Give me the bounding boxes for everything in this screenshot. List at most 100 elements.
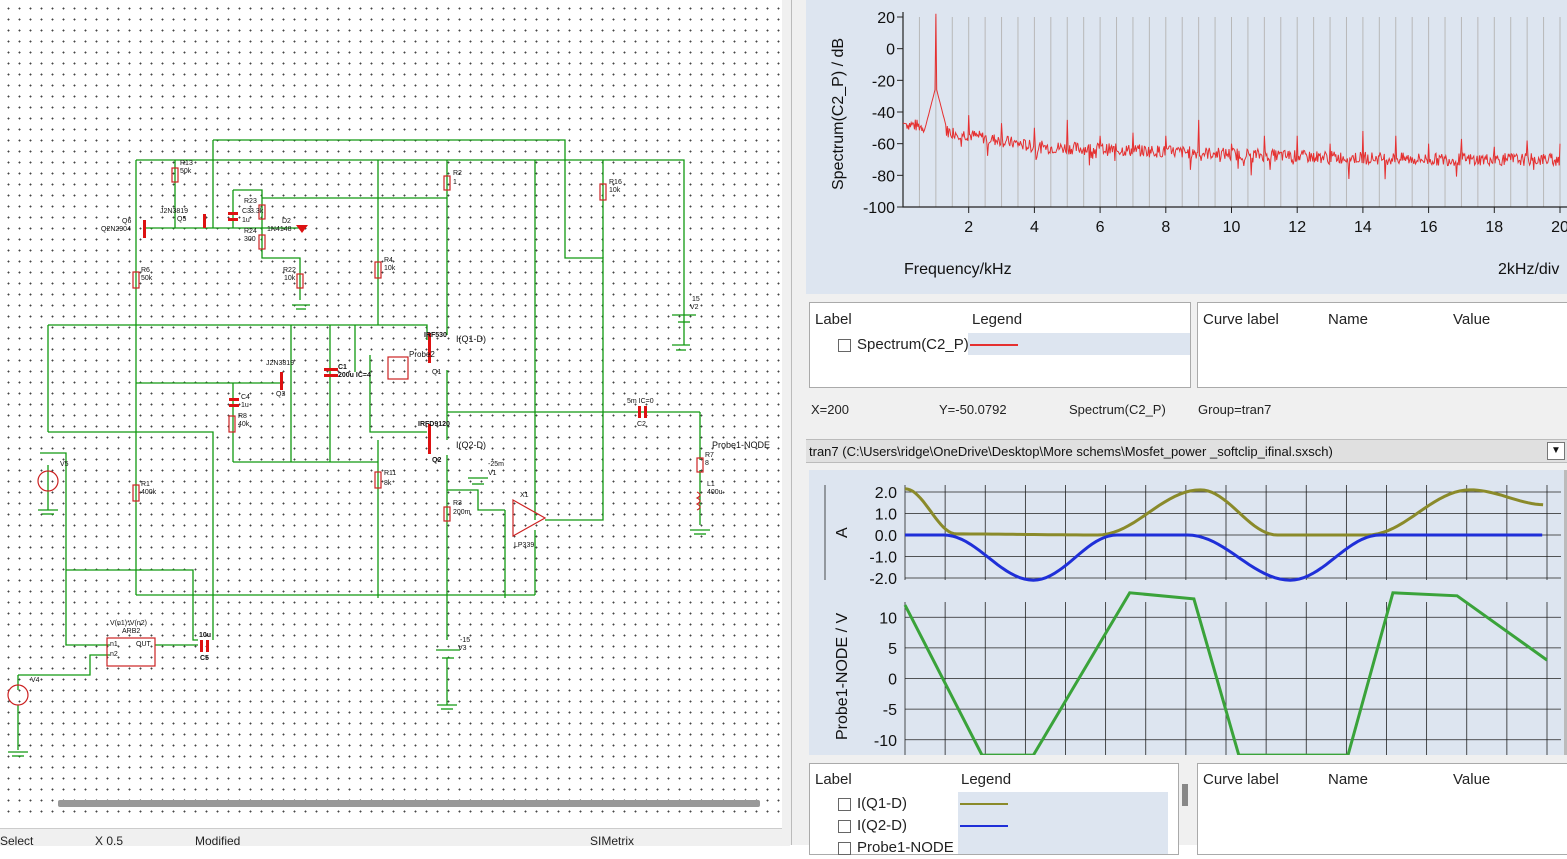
label-r8-value: 40k xyxy=(238,421,250,428)
label-iq2: I(Q2-D) xyxy=(456,440,486,450)
legend-item-spectrum[interactable]: Spectrum(C2_P) xyxy=(838,336,969,356)
spectrum-axes xyxy=(902,12,1567,208)
legend-item-iq1-label: I(Q1-D) xyxy=(857,795,907,812)
legend-scrollbar[interactable] xyxy=(1182,784,1188,806)
spectrum-curve-info-panel: Curve label Name Value xyxy=(1197,302,1567,388)
label-v1-value: -25m xyxy=(488,461,504,468)
label-r22: R22 xyxy=(283,267,296,274)
label-probe2: Probe2 xyxy=(409,350,435,359)
legend-item-label: Spectrum(C2_P) xyxy=(857,336,969,353)
label-c5-value: 10u xyxy=(199,632,212,639)
label-r2-value: 1 xyxy=(453,179,457,186)
lower-y-tick-label: 0 xyxy=(888,672,897,689)
legend-item-iq1[interactable]: I(Q1-D) xyxy=(838,795,907,815)
tran-name-header: Name xyxy=(1328,771,1369,788)
tran-window-title-bar[interactable]: tran7 (C:\Users\ridge\OneDrive\Desktop\M… xyxy=(806,439,1567,463)
status-modified: Modified xyxy=(195,834,241,848)
tran-legend-label-header: Label xyxy=(815,771,852,788)
spectrum-x-tick-label: 6 xyxy=(1096,219,1105,236)
label-r11-value: 8k xyxy=(384,480,392,487)
tran-curve-label-header: Curve label xyxy=(1203,771,1279,788)
label-r6: R6 xyxy=(141,267,150,274)
label-r16-value: 10k xyxy=(609,187,621,194)
legend-selection-highlight xyxy=(968,333,1190,355)
legend-item-iq2-label: I(Q2-D) xyxy=(857,817,907,834)
legend-legend-header: Legend xyxy=(972,311,1023,328)
label-c1-value: 200u IC=4 xyxy=(338,372,371,379)
tran-value-header: Value xyxy=(1453,771,1491,788)
spectrum-grid xyxy=(918,17,1561,207)
label-x1-model: LP339 xyxy=(514,542,535,549)
label-r1-value: 400k xyxy=(141,489,157,496)
label-arb-n1: n1 xyxy=(110,641,118,648)
legend-checkbox-iq2[interactable] xyxy=(838,819,851,833)
upper-y-tick-label: -2.0 xyxy=(869,571,897,588)
schematic-canvas[interactable]: R13 50k J2N3819 Q5 Q6 Q2N2904 R23 C3 3.3… xyxy=(0,0,782,820)
status-app: SIMetrix xyxy=(590,834,635,848)
legend-checkbox-probe1[interactable] xyxy=(838,841,851,855)
label-v1: V1 xyxy=(488,470,497,477)
lower-y-tick-label: -10 xyxy=(874,733,897,750)
label-r24-value: 300 xyxy=(244,236,256,243)
legend-checkbox-iq1[interactable] xyxy=(838,797,851,811)
label-r24: R24 xyxy=(244,228,257,235)
label-c5: C5 xyxy=(200,655,209,662)
spectrum-legend-panel: Label Legend Spectrum(C2_P) xyxy=(809,302,1191,388)
spectrum-x-tick-label: 14 xyxy=(1354,219,1372,236)
label-d2: D2 xyxy=(282,218,291,225)
horizontal-scrollbar[interactable] xyxy=(58,800,760,807)
label-q5: Q5 xyxy=(177,216,187,223)
status-zoom: X 0.5 xyxy=(95,834,124,848)
spectrum-x-tick-label: 8 xyxy=(1161,219,1170,236)
value-header: Value xyxy=(1453,311,1491,328)
spectrum-y-tick-label: -40 xyxy=(872,105,895,122)
spectrum-y-tick-label: -20 xyxy=(872,73,895,90)
legend-item-iq2[interactable]: I(Q2-D) xyxy=(838,817,907,837)
legend-checkbox[interactable] xyxy=(838,338,851,352)
label-c3-value: 1u xyxy=(242,217,250,224)
label-q3: Q3 xyxy=(276,391,286,398)
label-c4-value: 1u xyxy=(241,402,249,409)
label-q2-model: IRFD9120 xyxy=(418,421,450,428)
spectrum-curve xyxy=(902,13,1561,180)
legend-item-probe1[interactable]: Probe1-NODE xyxy=(838,839,954,859)
label-c1: C1 xyxy=(338,364,347,371)
legend-label-header: Label xyxy=(815,311,852,328)
spectrum-x-tick-label: 18 xyxy=(1485,219,1503,236)
tran-legend-legend-header: Legend xyxy=(961,771,1012,788)
label-q1: Q1 xyxy=(432,369,442,376)
label-arb-expr: V(n1)*V(n2) xyxy=(110,620,147,627)
legend-item-probe1-label: Probe1-NODE xyxy=(857,839,954,856)
label-q2: Q2 xyxy=(432,457,442,464)
spectrum-x-div: 2kHz/div xyxy=(1498,261,1559,278)
label-r6-value: 50k xyxy=(141,275,153,282)
label-iq1: I(Q1-D) xyxy=(456,334,486,344)
label-r2: R2 xyxy=(453,170,462,177)
legend-swatch-iq1 xyxy=(960,803,1008,805)
curve-iq2 xyxy=(905,533,1543,582)
label-q6: Q6 xyxy=(122,218,132,225)
label-r7: R7 xyxy=(705,452,714,459)
label-r23-value: 3.3k xyxy=(250,208,264,215)
label-probe1: Probe1-NODE xyxy=(712,440,771,450)
tran-window-title: tran7 (C:\Users\ridge\OneDrive\Desktop\M… xyxy=(809,444,1333,459)
label-r8: R8 xyxy=(238,413,247,420)
lower-y-tick-label: 10 xyxy=(879,610,897,627)
label-r16: R16 xyxy=(609,179,622,186)
pane-splitter[interactable] xyxy=(782,0,806,845)
label-l1-value: 400u xyxy=(707,489,723,496)
schematic-drawing xyxy=(7,139,710,757)
lower-y-axis-label: Probe1-NODE / V xyxy=(834,613,851,740)
vertical-scrollbar[interactable] xyxy=(1564,470,1567,755)
label-c3: C3 xyxy=(242,208,251,215)
upper-y-tick-label: 2.0 xyxy=(875,485,897,502)
label-arb-n2: n2 xyxy=(110,651,118,658)
curve-label-header: Curve label xyxy=(1203,311,1279,328)
spectrum-y-tick-label: -60 xyxy=(872,137,895,154)
upper-y-tick-label: -1.0 xyxy=(869,550,897,567)
chevron-down-icon[interactable]: ▼ xyxy=(1547,442,1565,460)
label-r11: R11 xyxy=(384,470,397,477)
label-c2: C2 xyxy=(637,421,646,428)
